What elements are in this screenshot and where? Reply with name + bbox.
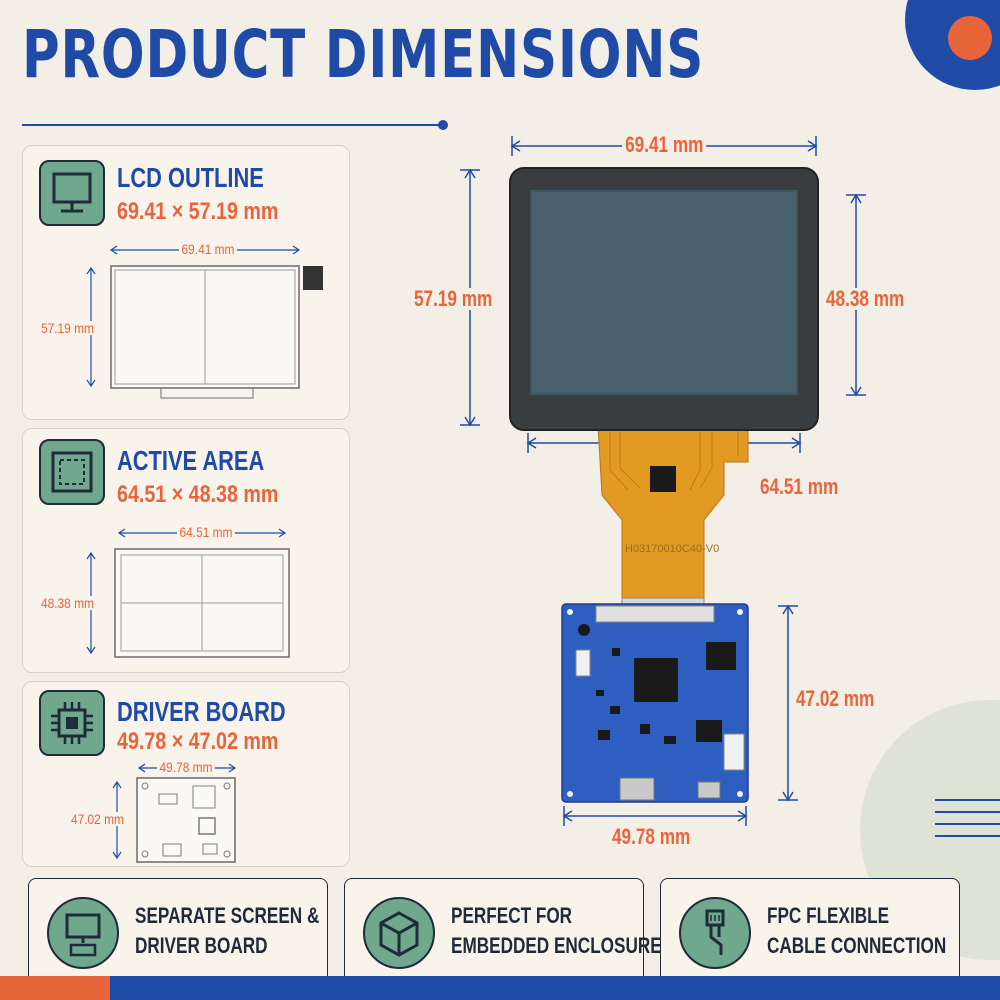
- driver-board-card: DRIVER BOARD 49.78 × 47.02 mm 49.78 mm 4…: [22, 681, 350, 867]
- active-area-width-label: 64.51 mm: [177, 525, 236, 539]
- lcd-outline-title: LCD OUTLINE: [117, 162, 264, 193]
- screen-board-icon: [47, 897, 119, 969]
- box-icon: [363, 897, 435, 969]
- outline-width-label: 69.41 mm: [622, 134, 707, 156]
- driver-board-dims: 49.78 × 47.02 mm: [117, 728, 279, 755]
- chip-icon: [39, 690, 105, 756]
- active-area-dims: 64.51 × 48.38 mm: [117, 481, 279, 508]
- lcd-outline-dims: 69.41 × 57.19 mm: [117, 198, 279, 225]
- board-height-label: 47.02 mm: [796, 686, 875, 711]
- cable-icon: [679, 897, 751, 969]
- active-area-height-label: 48.38 mm: [41, 595, 94, 611]
- feature-fpc-cable-text: FPC FLEXIBLE CABLE CONNECTION: [767, 903, 947, 958]
- fpc-code: H03170010C40-V0: [625, 543, 719, 555]
- product-diagram: H03170010C40-V0: [460, 136, 866, 826]
- title-underline-dot: [438, 120, 448, 130]
- board-width-label: 49.78 mm: [612, 824, 691, 849]
- active-area-title: ACTIVE AREA: [117, 445, 265, 476]
- dashed-square-icon: [39, 439, 105, 505]
- footer-accent: [0, 976, 110, 1000]
- active-width-label: 64.51 mm: [760, 474, 839, 499]
- driver-board-title: DRIVER BOARD: [117, 696, 286, 727]
- feature-embedded-enclosure-text: PERFECT FOR EMBEDDED ENCLOSURE: [451, 903, 662, 958]
- feature-separate-board-text: SEPARATE SCREEN & DRIVER BOARD: [135, 903, 320, 958]
- driver-board-height-label: 47.02 mm: [71, 811, 124, 827]
- monitor-icon: [39, 160, 105, 226]
- lcd-outline-card: LCD OUTLINE 69.41 × 57.19 mm 69.41 mm 57…: [22, 145, 350, 420]
- outline-height-label: 57.19 mm: [414, 286, 493, 311]
- feature-fpc-cable: FPC FLEXIBLE CABLE CONNECTION: [660, 878, 960, 988]
- active-area-card: ACTIVE AREA 64.51 × 48.38 mm 64.51 mm 48…: [22, 428, 350, 673]
- active-height-label: 48.38 mm: [826, 286, 905, 311]
- active-area-drawing: [86, 528, 290, 658]
- feature-separate-board: SEPARATE SCREEN & DRIVER BOARD: [28, 878, 328, 988]
- page-title: PRODUCT DIMENSIONS: [22, 16, 705, 93]
- footer-bar: [0, 976, 1000, 1000]
- feature-embedded-enclosure: PERFECT FOR EMBEDDED ENCLOSURE: [344, 878, 662, 988]
- driver-board-width-label: 49.78 mm: [157, 760, 216, 774]
- lcd-outline-drawing: [86, 245, 323, 399]
- lcd-outline-height-label: 57.19 mm: [41, 320, 94, 336]
- lcd-outline-width-label: 69.41 mm: [179, 242, 238, 256]
- title-underline: [22, 124, 442, 126]
